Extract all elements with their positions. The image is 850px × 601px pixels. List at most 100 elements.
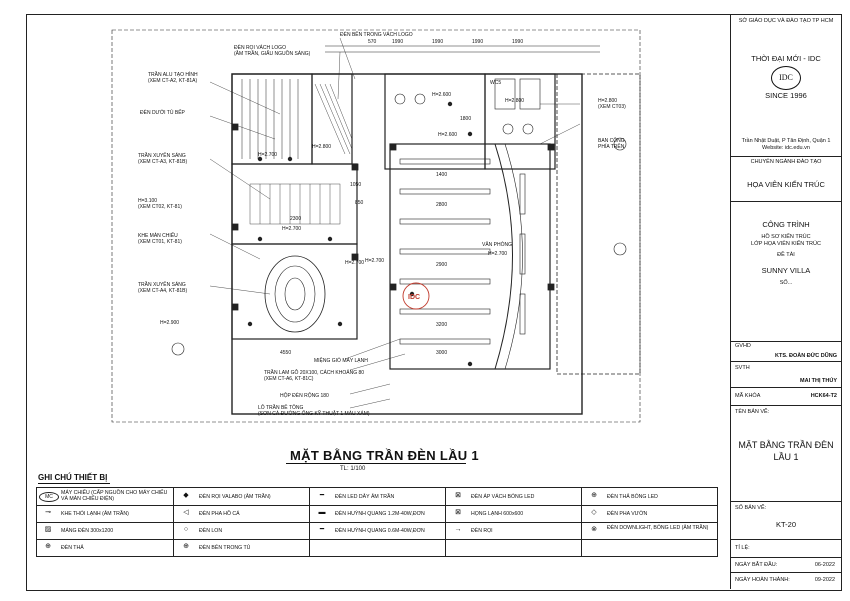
dim-top-4: 1990 [512, 39, 523, 45]
dim-1400: 1400 [436, 172, 447, 178]
title-underline [286, 463, 466, 464]
sheet-name-label: TÊN BẢN VẼ: [735, 409, 770, 415]
note-through-light-1-ref: (XEM CT-A3, KT-81B) [138, 159, 188, 165]
end-date-cell: NGÀY HOÀN THÀNH: 09-2022 [731, 573, 841, 589]
note-balcony: BAN CÔNG [598, 137, 625, 144]
room-office-height: H=2.700 [488, 251, 507, 257]
school-website: Website: idc.edu.vn [762, 145, 810, 151]
note-logo-spot: ĐÈN RỌI VÁCH LOGO [234, 44, 286, 51]
note-h2900: H=2.900 [160, 320, 179, 326]
note-logo-inner-light: ĐÈN BÊN TRONG VÁCH LOGO [340, 30, 413, 38]
scale-cell: TỈ LỆ: [731, 540, 841, 558]
legend-label: ĐÈN LED DÂY ÂM TRẦN [335, 494, 395, 500]
legend-label: KHE THỔI LẠNH (ÂM TRẦN) [61, 511, 129, 517]
scale-label: TỈ LỆ: [735, 545, 750, 551]
title-block: SỞ GIÁO DỤC VÀ ĐÀO TẠO TP HCM THỜI ĐẠI M… [730, 14, 841, 589]
sheet-number: KT-20 [775, 520, 796, 529]
legend-label: ĐÈN BÊN TRONG TỦ [199, 545, 251, 551]
course-cell: MÃ KHÓA HCK64-T2 [731, 388, 841, 406]
room-office: VĂN PHÒNG [482, 241, 512, 248]
legend-col [173, 488, 174, 556]
since-year: SINCE 1996 [765, 91, 807, 100]
legend-label: ĐÈN HUỲNH QUANG 1.2M-40W,ĐƠN [335, 511, 425, 517]
note-through-light-2: TRẦN XUYÊN SÁNG [138, 280, 186, 288]
legend-col [445, 488, 446, 556]
legend-row [37, 505, 717, 523]
note-wood-louver: TRẦN LAM GỖ 20X100, CÁCH KHOẢNG 80 [264, 369, 364, 376]
project-heading: CÔNG TRÌNH [762, 220, 810, 229]
gvhd-label: GVHD [735, 343, 751, 349]
program-label: CHUYÊN NGÀNH ĐÀO TẠO [731, 156, 841, 166]
legend-label: ĐÈN PHA VƯỜN [607, 511, 648, 517]
note-logo-spot-ref: (ÂM TRẦN, GIẤU NGUỒN SÁNG) [234, 50, 311, 57]
legend-row [37, 488, 717, 506]
dim-top-2: 1990 [432, 39, 443, 45]
aquarium-light-icon: ◁ [183, 509, 189, 516]
legend-col [309, 488, 310, 556]
svth-name: MAI THỊ THÚY [800, 378, 837, 384]
room-wc-height: H=2.600 [432, 92, 451, 98]
program-name: HỌA VIÊN KIẾN TRÚC [747, 180, 825, 189]
room-height-2800-b: H=2.800 [312, 144, 331, 150]
sheet-number-cell: SỐ BẢN VẼ: KT-20 [731, 502, 841, 540]
legend-label: HỌNG LẠNH 600x600 [471, 511, 524, 517]
end-date: 09-2022 [814, 577, 835, 583]
note-through-light-2-ref: (XEM CT-A4, KT-81B) [138, 288, 188, 294]
projector-icon: MC [39, 492, 59, 502]
school-cell: SỞ GIÁO DỤC VÀ ĐÀO TẠO TP HCM THỜI ĐẠI M… [731, 14, 841, 202]
legend-label: ĐÈN HUỲNH QUANG 0.6M-40W,ĐƠN [335, 528, 425, 534]
room-height-2600: H=2.600 [438, 132, 457, 138]
spotlight-icon: → [454, 526, 462, 533]
legend-label: ĐÈN RỌI [471, 528, 493, 534]
light-trough-icon: ▨ [44, 526, 52, 533]
legend-label: ĐÈN LON [199, 528, 223, 534]
wall-light-icon: ⊠ [455, 492, 461, 499]
topic-heading: ĐỀ TÀI [777, 252, 795, 258]
start-date-cell: NGÀY BẮT ĐẦU: 06-2022 [731, 558, 841, 573]
legend-label: ĐÈN THẢ [61, 545, 84, 551]
school-logo: IDC [771, 66, 801, 90]
dim-2900: 2900 [436, 262, 447, 268]
led-strip-icon: ━ [319, 492, 325, 499]
room-wc: WC5 [490, 80, 501, 86]
topic-name: SUNNY VILLA [761, 266, 811, 275]
downlight-icon: ⊗ [591, 526, 597, 533]
legend-label: ĐÈN DOWNLIGHT, BÓNG LED (ÂM TRẦN) [607, 525, 709, 531]
sheet-frame [26, 14, 842, 591]
note-balcony-sub: PHÍA TRÊN [598, 142, 625, 150]
project-line-2: LỚP HỌA VIÊN KIẾN TRÚC [751, 241, 821, 247]
note-alu-ceiling-ref: (XEM CT-A2, KT-81A) [148, 78, 198, 84]
note-h3100: H=3.100 [138, 198, 157, 204]
note-kitchen-light: ĐÈN DƯỚI TỦ BẾP [140, 109, 186, 116]
dim-top-3: 1990 [472, 39, 483, 45]
room-height-2700-c: H=2.700 [345, 260, 364, 266]
course-code: HCK64-T2 [810, 393, 837, 399]
dim-2800: 2800 [436, 202, 447, 208]
idc-stamp: IDC [408, 294, 420, 301]
start-date-label: NGÀY BẮT ĐẦU: [735, 562, 778, 568]
note-alu-ceiling: TRẦN ALU TẠO HÌNH [148, 71, 198, 78]
room-height-2700-d: H=2.700 [365, 258, 384, 264]
dim-4550: 4550 [280, 350, 291, 356]
note-h2800-ref: (XEM CT03) [598, 104, 626, 110]
legend-label: MÁY CHIẾU (CẤP NGUỒN CHO MÁY CHIẾU VÀ MÀ… [61, 490, 168, 502]
start-date: 06-2022 [814, 562, 835, 568]
dim-top-1: 1990 [392, 39, 403, 45]
note-h3100-ref: (XEM CT02, KT-81) [138, 204, 182, 210]
sheet-name-line-2: LẦU 1 [773, 452, 799, 462]
cold-air-slot-icon: ⊸ [45, 509, 51, 516]
dim-1050: 1050 [350, 182, 361, 188]
school-name: THỜI ĐẠI MỚI - IDC [751, 54, 821, 63]
topic-sub: SỐ... [779, 280, 793, 286]
room-height-2700-b: H=2.700 [282, 226, 301, 232]
dim-3000: 3000 [436, 350, 447, 356]
drawing-title: MẶT BẰNG TRẦN ĐÈN LẦU 1 [290, 448, 479, 463]
legend-title: GHI CHÚ THIẾT BỊ [38, 473, 108, 482]
svth-cell: SVTH MAI THỊ THÚY [731, 362, 841, 388]
legend-label: ĐÈN PHA HỒ CÁ [199, 511, 240, 517]
pendant-led-icon: ⊕ [591, 492, 597, 499]
fluorescent-600-icon: ━ [319, 526, 325, 533]
svth-label: SVTH [735, 365, 750, 371]
sheet-name-line-1: MẶT BẰNG TRẦN ĐÈN [738, 440, 834, 450]
